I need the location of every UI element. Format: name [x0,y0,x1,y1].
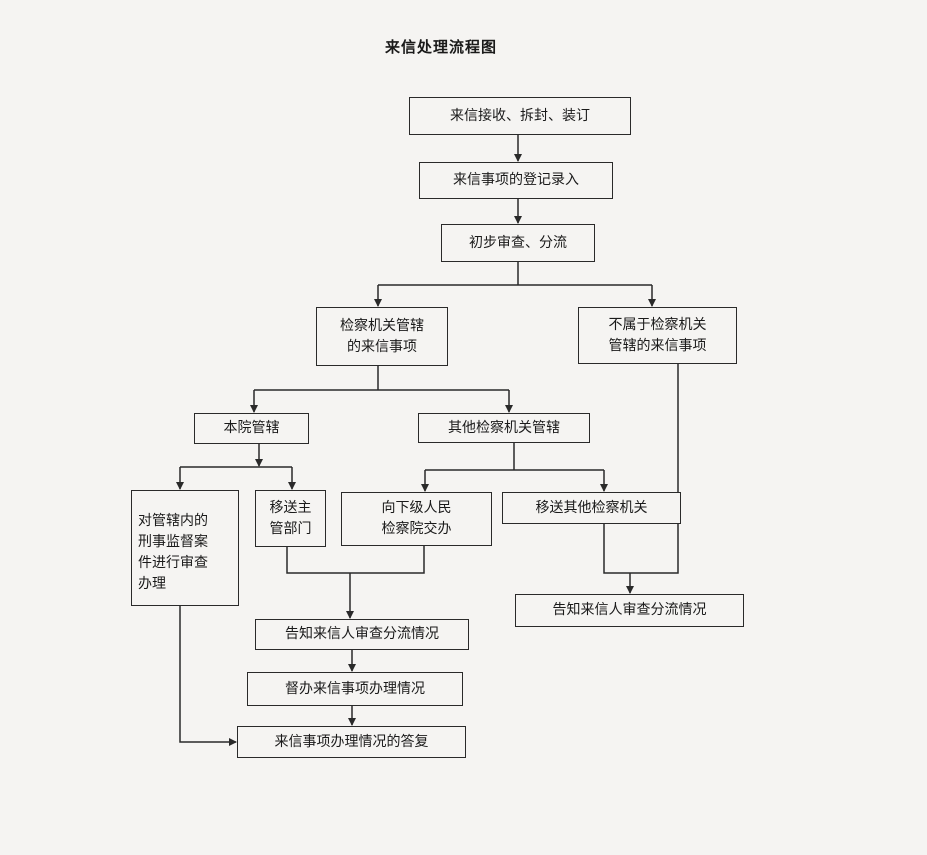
box-reply: 来信事项办理情况的答复 [237,726,466,758]
box-lower-court: 向下级人民 检察院交办 [341,492,492,546]
line-merge-right [603,364,679,574]
box-register: 来信事项的登记录入 [419,162,613,199]
diagram-title: 来信处理流程图 [385,38,498,56]
box-notify-center: 告知来信人审查分流情况 [255,619,469,650]
box-other-procuratorate: 其他检察机关管辖 [418,413,590,443]
line-review-split [378,262,652,286]
box-procuratorate: 检察机关管辖 的来信事项 [316,307,448,366]
line-procuratorate-split [254,366,509,391]
box-transfer-dept: 移送主 管部门 [255,490,326,547]
box-notify-right: 告知来信人审查分流情况 [515,594,744,627]
line-other-split [425,443,604,471]
line-merge-center [286,546,425,574]
box-not-procuratorate: 不属于检察机关 管辖的来信事项 [578,307,737,364]
box-criminal-supervision: 对管辖内的 刑事监督案 件进行审查 办理 [131,490,239,606]
box-review: 初步审查、分流 [441,224,595,262]
box-this-court: 本院管辖 [194,413,309,444]
arrow-criminal-reply [179,606,237,746]
box-supervise: 督办来信事项办理情况 [247,672,463,706]
box-receive: 来信接收、拆封、装订 [409,97,631,135]
box-transfer-other: 移送其他检察机关 [502,492,681,524]
